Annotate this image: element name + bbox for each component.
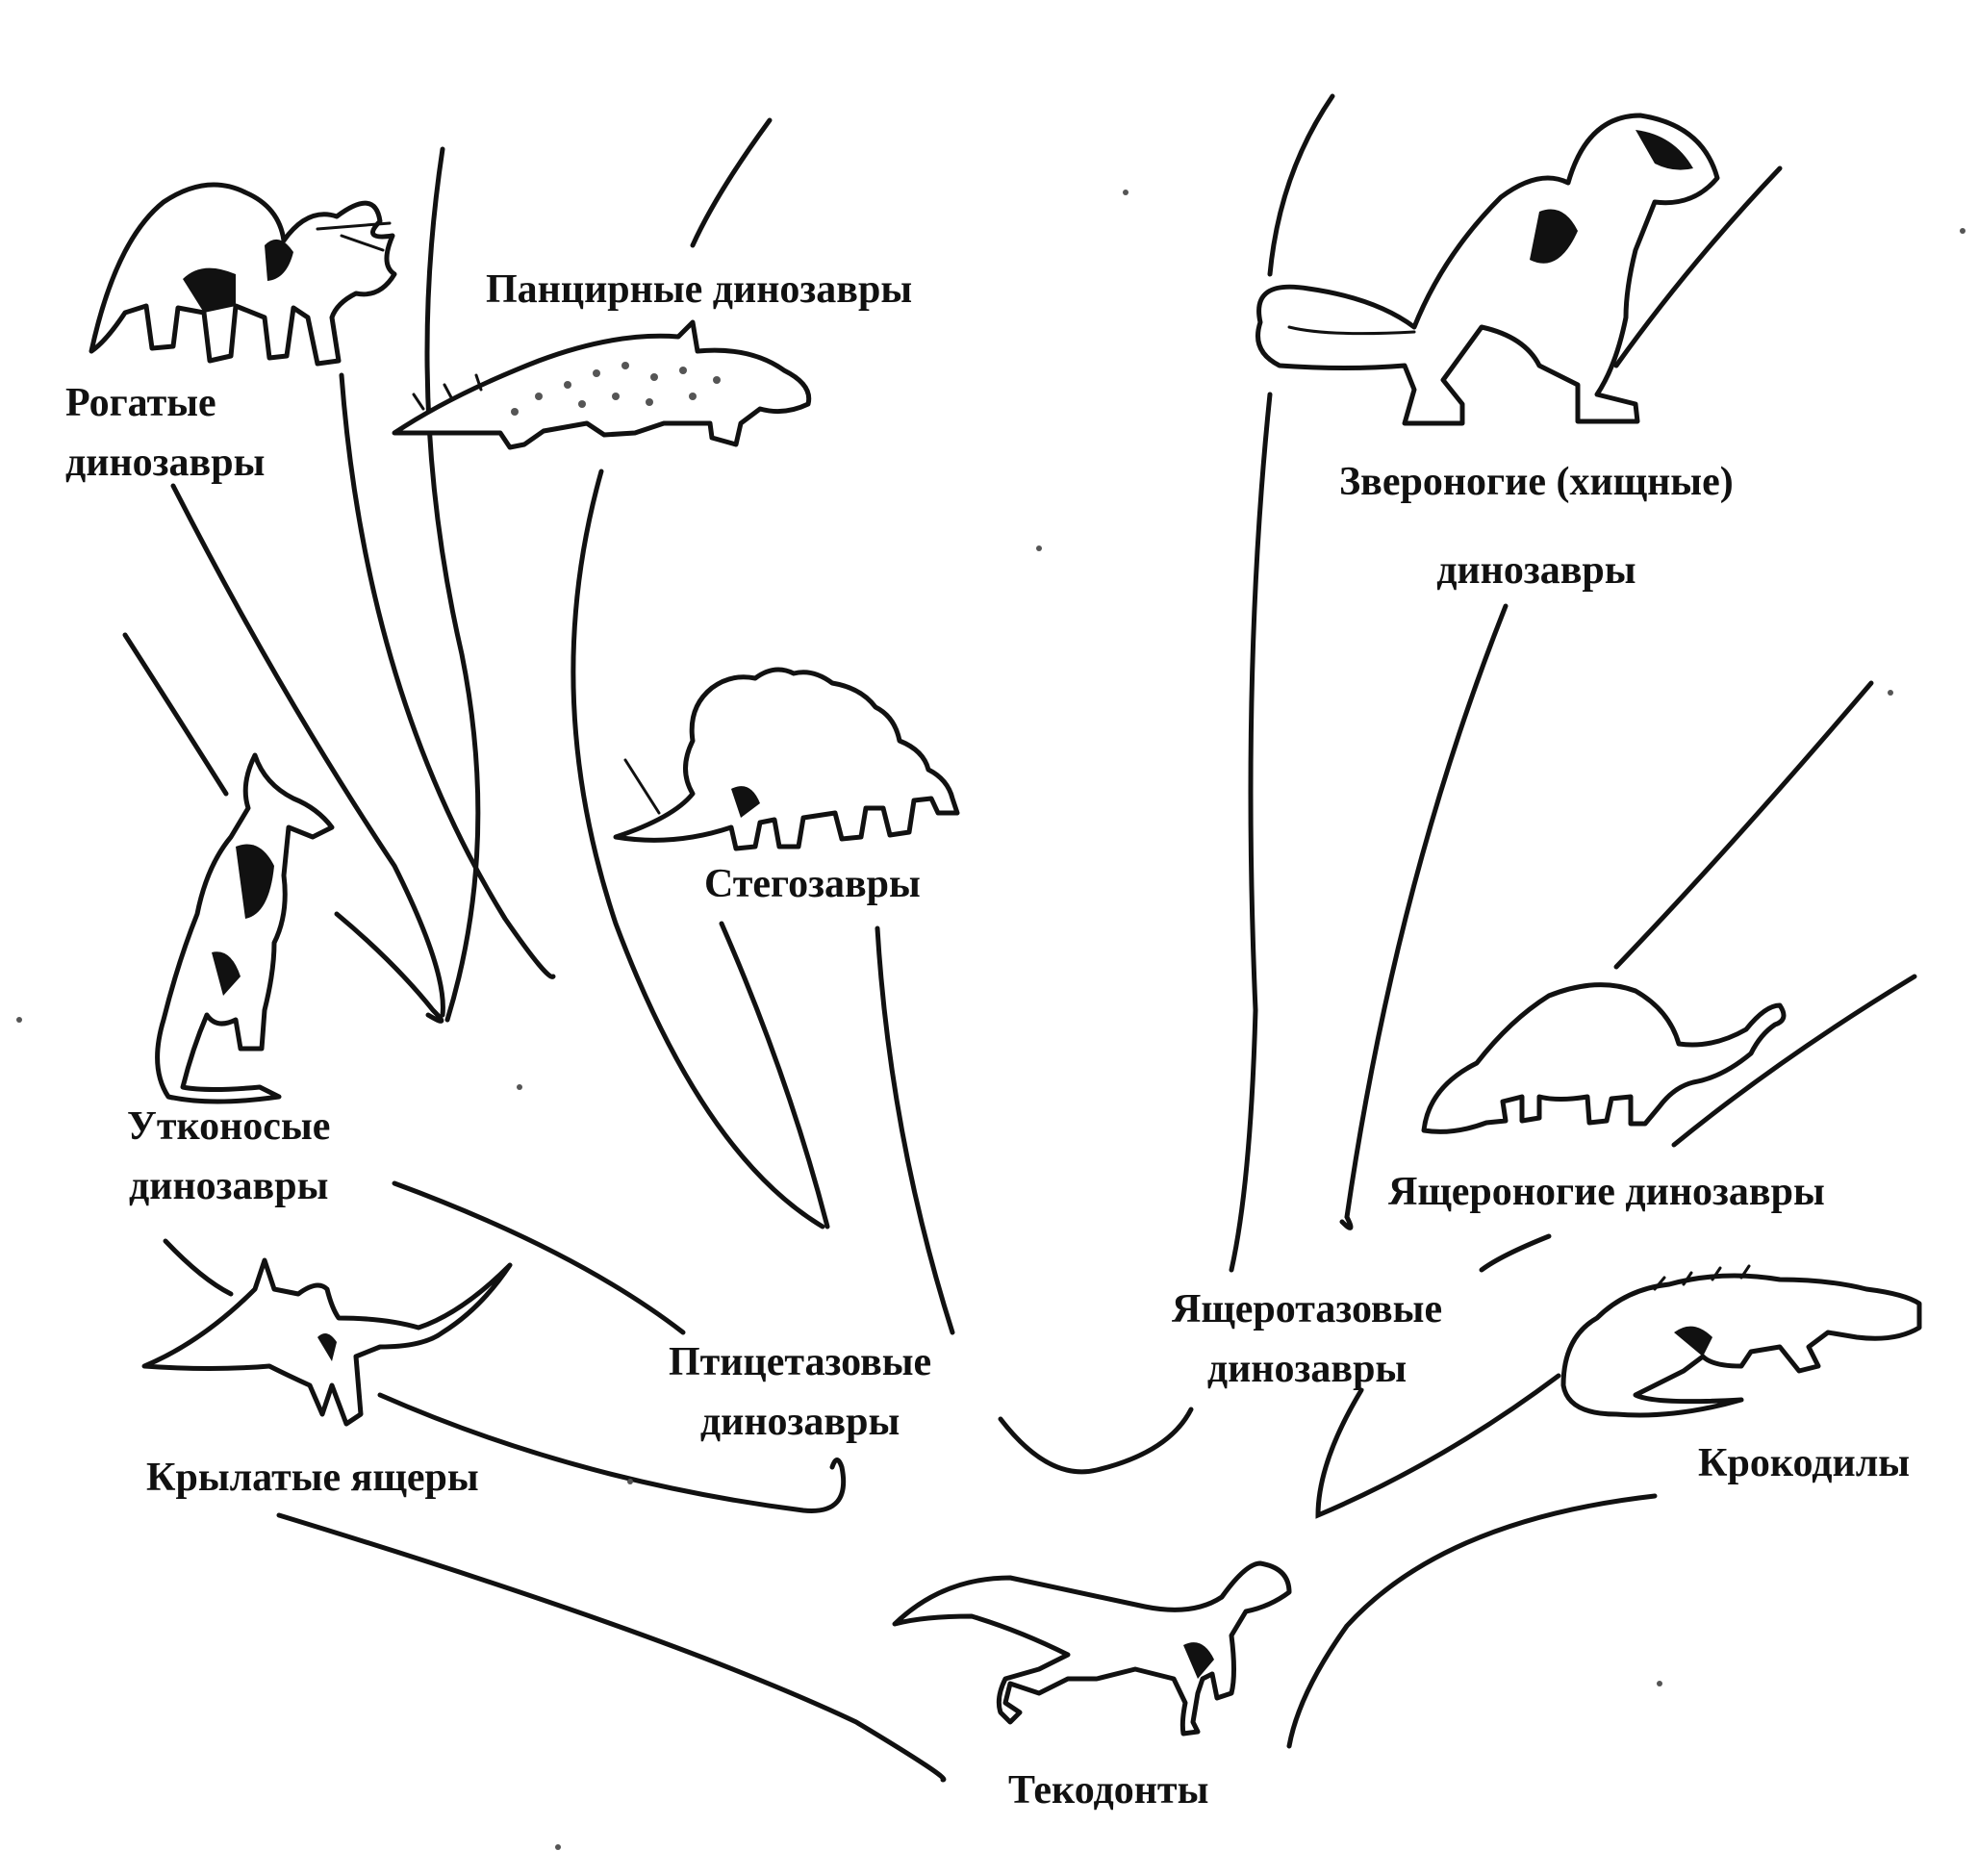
label-theropod-dinosaurs: Звероногие (хищные) динозавры bbox=[1339, 452, 1734, 600]
triceratops-icon bbox=[89, 182, 397, 367]
stegosaurus-icon bbox=[613, 667, 960, 851]
branch-line bbox=[690, 117, 773, 248]
label-line: Рогатые bbox=[65, 381, 216, 425]
branch-line bbox=[424, 146, 481, 1023]
branch-line bbox=[875, 925, 955, 1335]
label-ornithischian-dinosaurs: Птицетазовые динозавры bbox=[669, 1332, 931, 1452]
paper-specks bbox=[16, 190, 1965, 1850]
branch-line bbox=[1613, 680, 1874, 970]
ankylosaurus-icon bbox=[392, 319, 812, 450]
label-line: Ящероногие динозавры bbox=[1388, 1170, 1825, 1214]
label-duckbilled-dinosaurs: Утконосые динозавры bbox=[127, 1097, 330, 1216]
branch-line bbox=[1339, 603, 1509, 1230]
branch-line bbox=[377, 1392, 847, 1513]
label-line: динозавры bbox=[1206, 1347, 1407, 1391]
crocodile-icon bbox=[1560, 1264, 1922, 1418]
label-line: Птицетазовые bbox=[669, 1340, 932, 1384]
branch-line bbox=[122, 632, 229, 797]
branch-line bbox=[1479, 1233, 1552, 1273]
label-line: динозавры bbox=[65, 441, 266, 485]
label-line: Утконосые bbox=[127, 1104, 331, 1149]
label-crocodiles: Крокодилы bbox=[1698, 1433, 1910, 1493]
hadrosaur-icon bbox=[155, 752, 335, 1104]
label-line: Ящеротазовые bbox=[1172, 1287, 1443, 1331]
label-horned-dinosaurs: Рогатые динозавры bbox=[65, 373, 265, 493]
branch-line bbox=[334, 911, 444, 1024]
branch-line bbox=[571, 469, 825, 1230]
branch-line bbox=[1267, 93, 1335, 277]
label-line: Крылатые ящеры bbox=[146, 1456, 479, 1500]
label-thecodonts: Текодонты bbox=[1008, 1761, 1208, 1820]
label-line: динозавры bbox=[699, 1400, 900, 1444]
sauropod-icon bbox=[1421, 982, 1787, 1134]
branch-line bbox=[1286, 1493, 1658, 1749]
label-line: Панцирные динозавры bbox=[486, 267, 913, 312]
branch-line bbox=[276, 1512, 947, 1783]
branch-line bbox=[1229, 392, 1273, 1273]
label-line: динозавры bbox=[129, 1164, 329, 1208]
label-pterosaurs: Крылатые ящеры bbox=[146, 1448, 479, 1508]
branch-line bbox=[339, 372, 556, 979]
label-line: Крокодилы bbox=[1698, 1441, 1911, 1485]
label-armored-dinosaurs: Панцирные динозавры bbox=[486, 260, 912, 319]
branch-lines bbox=[122, 93, 1917, 1783]
pterosaur-icon bbox=[141, 1257, 513, 1427]
label-line: динозавры bbox=[1436, 548, 1636, 593]
label-sauropod-dinosaurs: Ящероногие динозавры bbox=[1388, 1162, 1825, 1222]
label-stegosaurs: Стегозавры bbox=[704, 854, 921, 914]
tyrannosaurus-icon bbox=[1255, 113, 1720, 426]
branch-line bbox=[1671, 974, 1917, 1148]
branch-line bbox=[392, 1180, 686, 1335]
label-saurischian-dinosaurs: Ящеротазовые динозавры bbox=[1172, 1280, 1442, 1399]
branch-line bbox=[163, 1238, 234, 1297]
label-line: Стегозавры bbox=[704, 862, 921, 906]
branch-line bbox=[1315, 1373, 1561, 1519]
branch-line bbox=[719, 921, 830, 1230]
branch-line bbox=[998, 1407, 1194, 1475]
label-line: Звероногие (хищные) bbox=[1339, 460, 1734, 504]
thecodont-icon bbox=[892, 1560, 1292, 1737]
branch-line bbox=[170, 483, 445, 1018]
branch-line bbox=[1613, 165, 1783, 368]
label-line: Текодонты bbox=[1008, 1768, 1209, 1813]
